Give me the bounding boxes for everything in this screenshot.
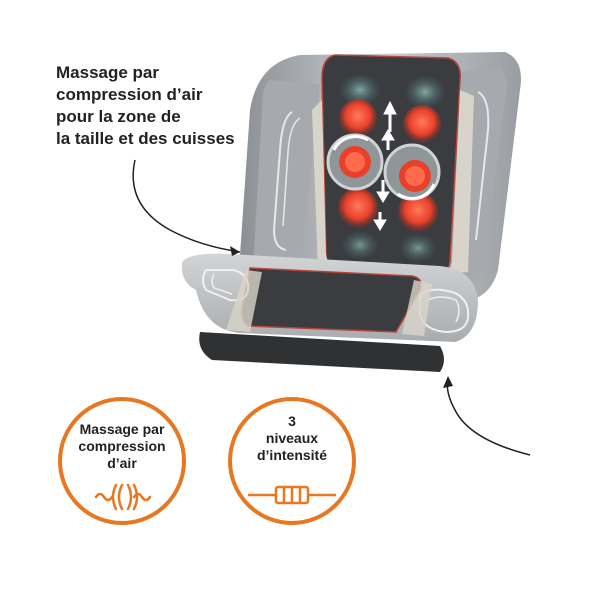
pointer-arrow-bottom-head bbox=[443, 376, 453, 388]
feature-caption: Massage par compression d’air pour la zo… bbox=[56, 62, 276, 150]
caption-line-4: la taille et des cuisses bbox=[56, 129, 235, 148]
air-compression-badge-text: Massage par compression d’air bbox=[62, 421, 182, 472]
air-compression-badge: Massage par compression d’air bbox=[58, 397, 186, 525]
seat-cushion bbox=[181, 253, 478, 372]
movement-arrows bbox=[373, 100, 397, 231]
badge-2-line-1: 3 bbox=[288, 413, 296, 429]
caption-line-2: compression d’air bbox=[56, 85, 203, 104]
pointer-arrow-bottom bbox=[446, 377, 531, 456]
intensity-coil-icon bbox=[248, 485, 336, 505]
badge-2-line-2: niveaux bbox=[265, 430, 319, 446]
badge-1-line-3: d’air bbox=[107, 455, 137, 471]
badge-1-line-1: Massage par bbox=[79, 421, 165, 437]
badge-1-line-2: compression bbox=[78, 438, 166, 454]
pointer-arrow-top-head bbox=[230, 246, 240, 256]
caption-line-3: pour la zone de bbox=[56, 107, 181, 126]
massage-nodes bbox=[326, 74, 445, 262]
intensity-levels-badge-text: 3 niveaux d’intensité bbox=[232, 413, 352, 464]
intensity-levels-badge: 3 niveaux d’intensité bbox=[228, 397, 356, 525]
caption-line-1: Massage par bbox=[56, 63, 159, 82]
air-compression-icon bbox=[94, 483, 152, 511]
pointer-arrow-top bbox=[132, 159, 241, 253]
badge-2-line-3: d’intensité bbox=[256, 447, 327, 463]
